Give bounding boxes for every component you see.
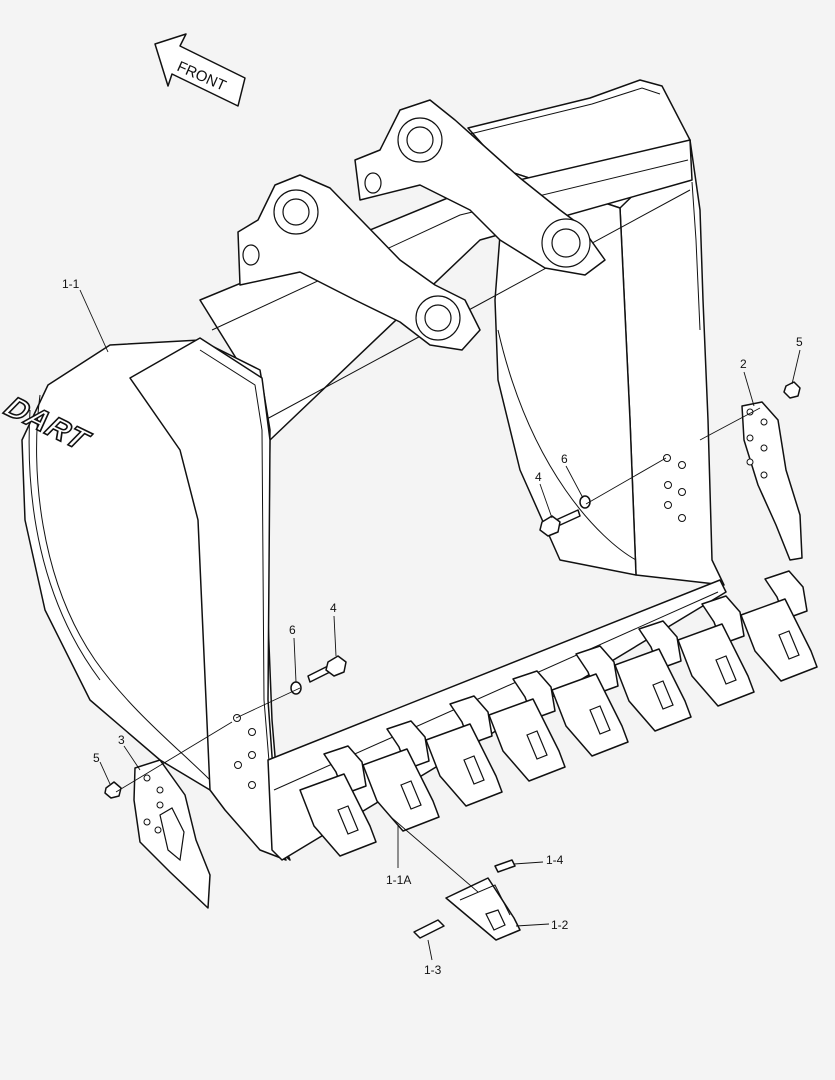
bucket-tooth <box>425 695 503 807</box>
tooth-adapter <box>323 745 367 795</box>
bucket-tooth <box>740 570 818 682</box>
nut-right <box>783 381 801 399</box>
bucket-tooth <box>299 745 377 857</box>
tooth-tip <box>299 773 377 857</box>
front-direction-arrow: FRONT <box>154 33 246 107</box>
tooth-pin-slot <box>463 755 485 785</box>
tooth-adapter <box>764 570 808 620</box>
tooth-tip <box>677 623 755 707</box>
bucket-teeth-row <box>299 570 818 857</box>
callout-1-2: 1-2 <box>551 918 569 932</box>
tooth-adapter <box>701 595 745 645</box>
tooth-adapter <box>386 720 430 770</box>
bucket-tooth <box>677 595 755 707</box>
exploded-tooth <box>391 817 521 941</box>
tooth-adapter <box>575 645 619 695</box>
callout-1-1: 1-1 <box>62 277 80 291</box>
tooth-pin-slot <box>715 655 737 685</box>
tooth-tip <box>425 723 503 807</box>
tooth-pin-slot <box>526 730 548 760</box>
tooth-pin-slot <box>652 680 674 710</box>
tooth-pin-slot <box>400 780 422 810</box>
washer-right <box>579 495 591 509</box>
tooth-tip <box>740 598 818 682</box>
tooth-pin-slot <box>778 630 800 660</box>
bucket-tooth <box>362 720 440 832</box>
tooth-tip <box>551 673 629 757</box>
bucket-tooth <box>488 670 566 782</box>
bolt-left <box>307 655 347 683</box>
callout-1-4: 1-4 <box>546 853 564 867</box>
retainer-1-4 <box>494 859 516 873</box>
tooth-adapter <box>449 695 493 745</box>
tooth-1-2 <box>445 877 521 941</box>
tooth-tip <box>362 748 440 832</box>
tooth-tip <box>614 648 692 732</box>
callout-4-left: 4 <box>330 601 337 615</box>
lock-pin-1-3 <box>413 919 445 939</box>
callout-6-left: 6 <box>289 623 296 637</box>
tooth-pin-slot <box>337 805 359 835</box>
bolt-right <box>539 509 581 537</box>
callout-labels: 1-1 1-1A 1-2 1-3 1-4 2 3 4 4 5 5 6 6 <box>62 277 803 977</box>
side-cutter-left <box>133 759 211 909</box>
callout-2: 2 <box>740 357 747 371</box>
callout-1-3: 1-3 <box>424 963 442 977</box>
tooth-tip <box>488 698 566 782</box>
tooth-pin-slot <box>589 705 611 735</box>
leader-lines <box>79 289 801 961</box>
bucket-tooth <box>551 645 629 757</box>
callout-1-1A: 1-1A <box>386 873 411 887</box>
callout-4-right: 4 <box>535 470 542 484</box>
callout-5-right: 5 <box>796 335 803 349</box>
nut-left <box>104 781 122 799</box>
callout-6-right: 6 <box>561 452 568 466</box>
side-cutter-right <box>741 401 803 561</box>
tooth-adapter <box>512 670 556 720</box>
callout-5-left: 5 <box>93 751 100 765</box>
bucket-tooth <box>614 620 692 732</box>
callout-3: 3 <box>118 733 125 747</box>
tooth-adapter <box>638 620 682 670</box>
